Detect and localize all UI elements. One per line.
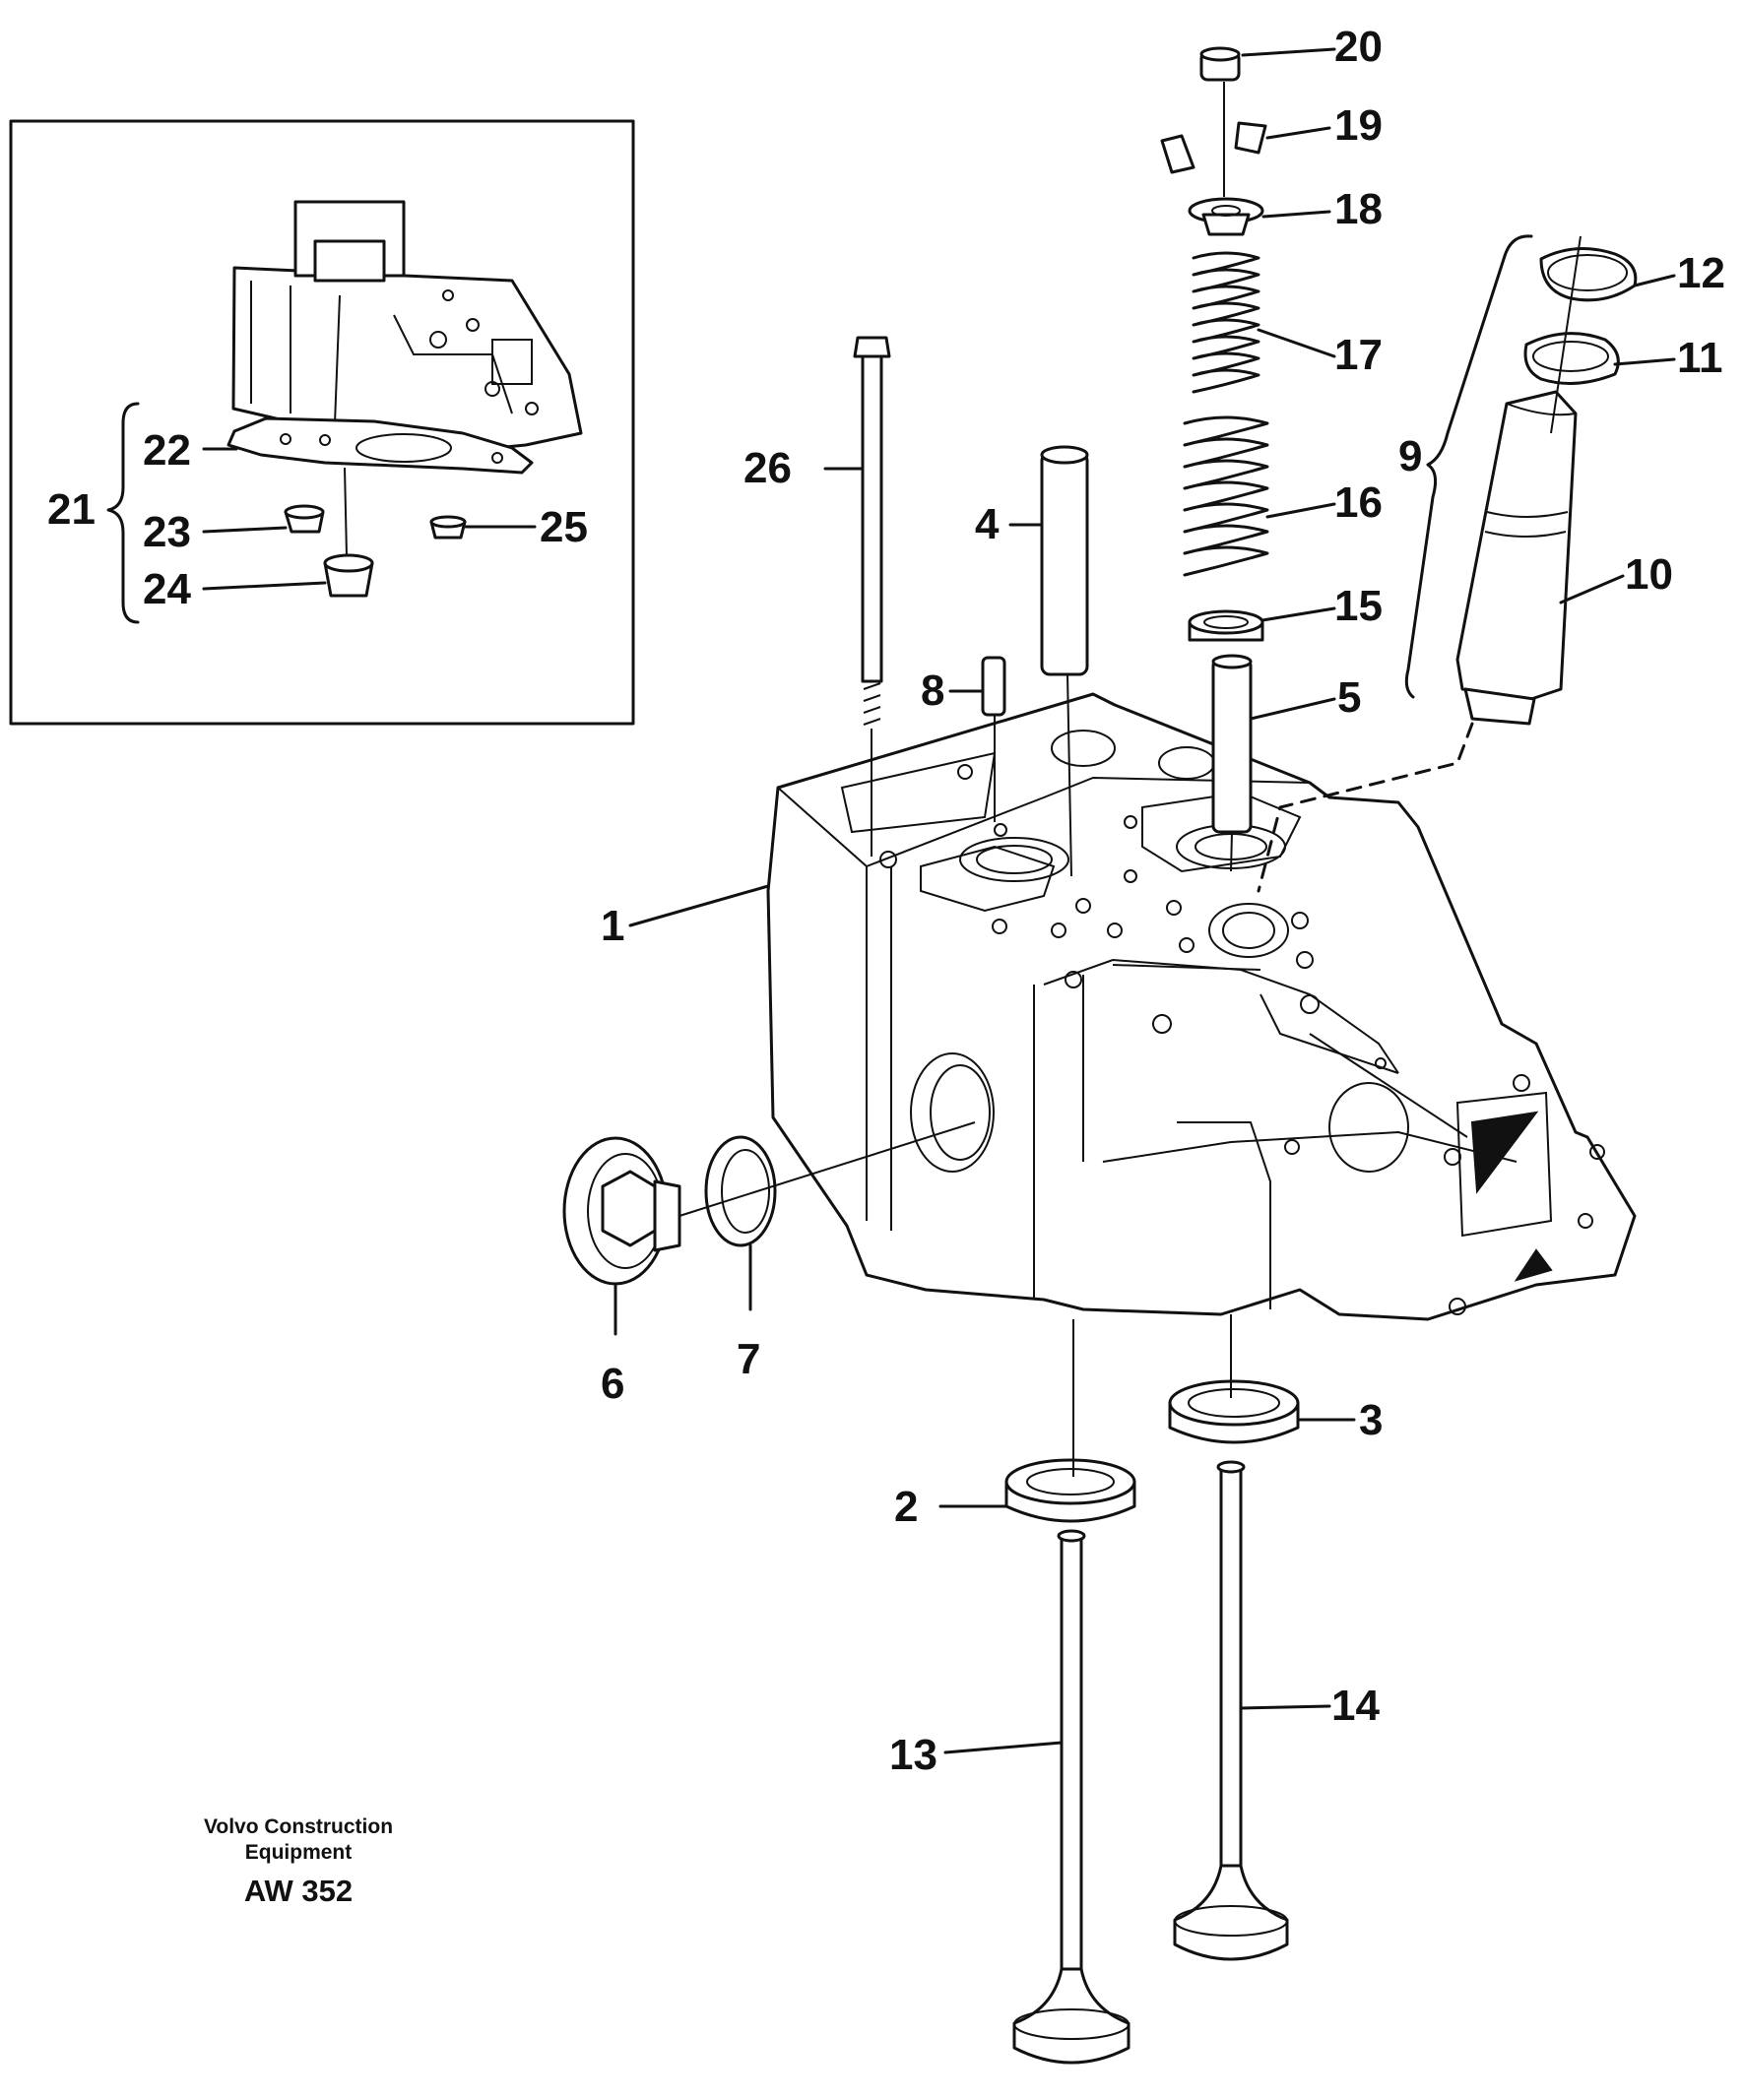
cylinder-head — [766, 692, 1637, 1321]
label-22: 22 — [143, 426, 191, 475]
dowel-pin-8 — [981, 656, 1006, 822]
drawing-code: AW 352 — [244, 1874, 353, 1908]
label-2: 2 — [894, 1483, 918, 1531]
valve-14 — [1173, 1460, 1289, 1961]
label-1: 1 — [601, 902, 624, 950]
label-18: 18 — [1334, 185, 1383, 233]
inset-seal-25 — [429, 515, 467, 540]
part-labels: 20 19 18 17 16 15 5 12 11 10 9 26 4 8 1 … — [47, 23, 1725, 1779]
label-3: 3 — [1359, 1396, 1383, 1444]
plug-6 — [562, 1136, 681, 1286]
inset-cylinder-head — [231, 200, 583, 455]
sleeve-ring-12 — [1539, 247, 1638, 302]
label-17: 17 — [1334, 331, 1383, 379]
label-21: 21 — [47, 485, 96, 534]
label-10: 10 — [1625, 550, 1673, 599]
inset-box — [9, 119, 635, 726]
label-16: 16 — [1334, 478, 1383, 527]
manufacturer-credit: Volvo Construction Equipment AW 352 — [204, 1815, 393, 1908]
inset-gasket — [226, 416, 534, 475]
valve-guide-4 — [1040, 445, 1089, 877]
label-9: 9 — [1398, 432, 1422, 480]
valve-cap-20 — [1199, 46, 1241, 82]
valve-seat-3 — [1168, 1379, 1300, 1444]
label-6: 6 — [601, 1360, 624, 1408]
label-5: 5 — [1337, 673, 1361, 722]
credit-company-line2: Equipment — [245, 1841, 353, 1864]
outer-spring-16 — [1183, 415, 1269, 577]
injector-sleeve-10 — [1455, 390, 1578, 726]
label-23: 23 — [143, 508, 191, 556]
valve-seat-2 — [1004, 1458, 1136, 1523]
spring-seat-15 — [1188, 609, 1264, 642]
credit-company-line1: Volvo Construction — [204, 1815, 393, 1838]
label-8: 8 — [921, 667, 944, 715]
label-7: 7 — [737, 1335, 760, 1383]
leader-lines — [614, 47, 1676, 1754]
o-ring-11 — [1523, 332, 1620, 385]
label-4: 4 — [975, 500, 1000, 548]
inset-seal-24 — [323, 553, 374, 598]
inner-spring-17 — [1192, 251, 1260, 394]
bolt-holes — [879, 764, 1605, 1315]
label-11: 11 — [1677, 334, 1723, 382]
spring-retainer-18 — [1188, 197, 1264, 236]
label-14: 14 — [1331, 1682, 1380, 1730]
label-24: 24 — [143, 565, 191, 613]
label-12: 12 — [1677, 249, 1725, 297]
bolt-26 — [853, 336, 891, 857]
label-26: 26 — [743, 444, 792, 492]
label-13: 13 — [889, 1731, 937, 1779]
sealing-washer-7 — [704, 1135, 777, 1247]
inset-seal-23 — [284, 504, 325, 534]
valve-guide-5 — [1211, 654, 1253, 872]
label-19: 19 — [1334, 101, 1383, 150]
valve-collets-19 — [1160, 121, 1267, 174]
label-25: 25 — [540, 503, 588, 551]
valve-13 — [1012, 1529, 1130, 2065]
label-20: 20 — [1334, 23, 1383, 71]
label-15: 15 — [1334, 582, 1383, 630]
